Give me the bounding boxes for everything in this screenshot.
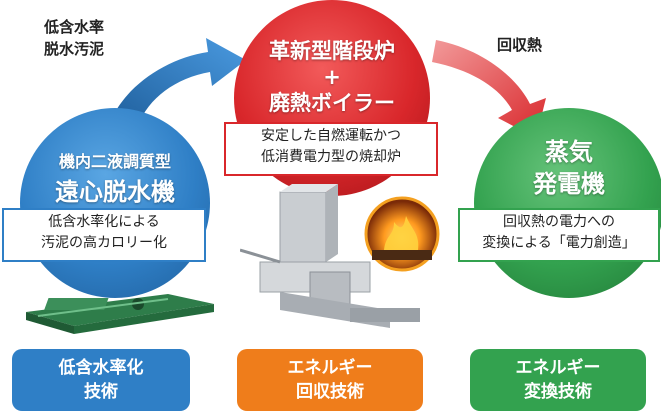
tech-button-dewatering[interactable]: 低含水率化 技術: [12, 349, 190, 411]
tech-button-energy-recovery-line1: エネルギー: [287, 358, 373, 378]
generator-description: 回収熱の電力への 変換による「電力創造」: [458, 208, 660, 262]
dewatering-circle: 機内二液調質型 遠心脱水機: [20, 108, 210, 298]
furnace-desc-line2: 低消費電力型の焼却炉: [261, 149, 401, 165]
furnace-title-line1: 革新型階段炉: [269, 39, 395, 63]
generator-circle: 蒸気 発電機: [474, 108, 661, 298]
dewatering-desc-line2: 汚泥の高カロリー化: [41, 235, 167, 251]
furnace-machine-image: [240, 184, 420, 328]
tech-button-energy-conversion-line1: エネルギー: [515, 358, 601, 378]
tech-button-dewatering-line1: 低含水率化: [58, 358, 144, 378]
dewatering-desc-line1: 低含水率化による: [48, 214, 160, 230]
fire-inset-image: [364, 196, 440, 272]
right-top-label: 回収熱: [497, 36, 543, 54]
left-top-label-line1: 低含水率: [44, 18, 105, 36]
dewatering-title: 遠心脱水機: [55, 178, 175, 206]
tech-button-energy-recovery-line2: 回収技術: [296, 382, 364, 402]
centrifuge-machine-image: [26, 294, 214, 334]
dewatering-subtitle: 機内二液調質型: [58, 152, 171, 171]
generator-title-line1: 蒸気: [545, 138, 593, 166]
generator-desc-line1: 回収熱の電力への: [503, 214, 615, 230]
furnace-plus: +: [323, 65, 341, 89]
generator-title-line2: 発電機: [533, 170, 605, 198]
tech-button-energy-recovery[interactable]: エネルギー 回収技術: [237, 349, 423, 411]
tech-button-energy-conversion-line2: 変換技術: [524, 382, 592, 402]
furnace-title-line2: 廃熱ボイラー: [269, 91, 395, 115]
left-top-label-line2: 脱水汚泥: [44, 40, 105, 58]
arrow-to-furnace: [112, 38, 246, 126]
furnace-description: 安定した自燃運転かつ 低消費電力型の焼却炉: [224, 122, 438, 176]
arrow-to-generator: [432, 40, 546, 138]
dewatering-description: 低含水率化による 汚泥の高カロリー化: [2, 208, 206, 262]
left-top-label: 低含水率 脱水汚泥: [44, 16, 104, 60]
tech-button-energy-conversion[interactable]: エネルギー 変換技術: [470, 349, 646, 411]
furnace-desc-line1: 安定した自燃運転かつ: [261, 128, 401, 144]
generator-desc-line2: 変換による「電力創造」: [482, 235, 636, 251]
tech-button-dewatering-line2: 技術: [84, 382, 118, 402]
